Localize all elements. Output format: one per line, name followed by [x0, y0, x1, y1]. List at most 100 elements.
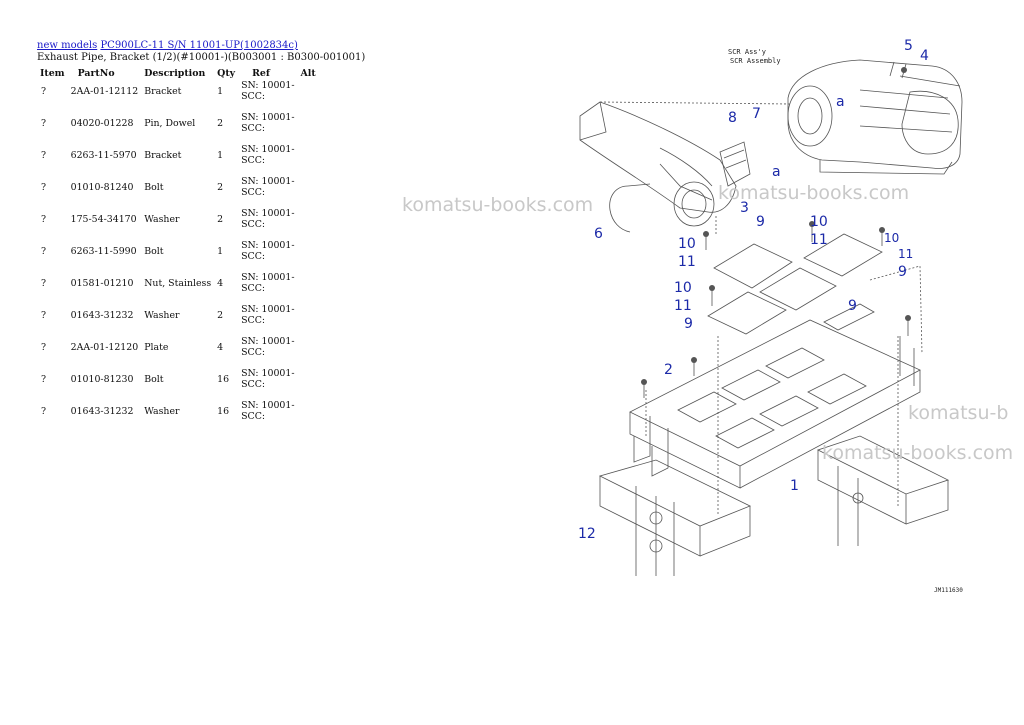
cell-item: ? — [41, 214, 47, 225]
cell-ref: SN: 10001-SCC: — [238, 400, 297, 432]
cell-ref-line: SCC: — [241, 155, 266, 166]
cell-alt — [298, 272, 319, 304]
cell-partno: 01010-81240 — [70, 182, 134, 193]
breadcrumb-link-new-models[interactable]: new models — [37, 40, 98, 51]
cell-item: ? — [41, 374, 47, 385]
cell-alt — [298, 400, 319, 432]
cell-ref: SN: 10001-SCC: — [238, 80, 297, 112]
cell-alt — [298, 80, 319, 112]
cell-item: ? — [41, 118, 47, 129]
cell-qty: 2 — [217, 182, 224, 193]
callout-11-lower[interactable]: 11 — [674, 298, 692, 314]
cell-ref: SN: 10001-SCC: — [238, 208, 297, 240]
cell-qty: 16 — [217, 374, 230, 385]
diagram-code: JM111630 — [934, 587, 963, 594]
cell-ref-line: SCC: — [241, 315, 266, 326]
cell-qty: 1 — [217, 150, 224, 161]
callout-a-right[interactable]: a — [836, 94, 845, 110]
cell-ref-line: SN: 10001- — [241, 176, 295, 187]
cell-ref: SN: 10001-SCC: — [238, 240, 297, 272]
cell-ref-line: SN: 10001- — [241, 304, 295, 315]
cell-qty: 2 — [217, 118, 224, 129]
callout-9-top[interactable]: 9 — [756, 214, 765, 230]
cell-qty: 1 — [217, 86, 224, 97]
callout-6[interactable]: 6 — [594, 226, 603, 242]
cell-partno: 01643-31232 — [70, 406, 134, 417]
col-header-description: Description — [144, 67, 206, 79]
cell-description: Nut, Stainless — [144, 278, 212, 289]
cell-item: ? — [41, 342, 47, 353]
cell-description: Bolt — [144, 246, 164, 257]
table-header-row: Item PartNo Description Qty Ref Alt — [37, 66, 319, 80]
cell-ref: SN: 10001-SCC: — [238, 176, 297, 208]
callout-2[interactable]: 2 — [664, 362, 673, 378]
cell-partno: 01010-81230 — [70, 374, 134, 385]
cell-partno: 04020-01228 — [70, 118, 134, 129]
cell-qty: 2 — [217, 214, 224, 225]
table-row: ? 04020-01228 Pin, Dowel 2 SN: 10001-SCC: — [37, 112, 319, 144]
callout-10-left[interactable]: 10 — [678, 236, 696, 252]
cell-ref-line: SN: 10001- — [241, 336, 295, 347]
cell-partno: 6263-11-5970 — [70, 150, 137, 161]
assembly-label-sub: SCR Assembly — [730, 57, 781, 65]
breadcrumb: new models PC900LC-11 S/N 11001-UP(10028… — [37, 40, 298, 52]
cell-qty: 4 — [217, 278, 224, 289]
cell-alt — [298, 368, 319, 400]
cell-qty: 1 — [217, 246, 224, 257]
col-header-partno: PartNo — [77, 67, 115, 79]
cell-ref-line: SN: 10001- — [241, 208, 295, 219]
cell-ref: SN: 10001-SCC: — [238, 368, 297, 400]
callout-10-lower[interactable]: 10 — [674, 280, 692, 296]
cell-alt — [298, 240, 319, 272]
cell-ref-line: SN: 10001- — [241, 400, 295, 411]
cell-description: Bolt — [144, 182, 164, 193]
cell-ref: SN: 10001-SCC: — [238, 336, 297, 368]
cell-description: Bracket — [144, 150, 182, 161]
page-subtitle: Exhaust Pipe, Bracket (1/2)(#10001-)(B00… — [37, 52, 366, 63]
callout-11-left[interactable]: 11 — [678, 254, 696, 270]
callout-9-right[interactable]: 9 — [898, 264, 907, 280]
cell-description: Pin, Dowel — [144, 118, 196, 129]
cell-alt — [298, 208, 319, 240]
callout-9-center[interactable]: 9 — [848, 298, 857, 314]
cell-partno: 2AA-01-12112 — [70, 86, 139, 97]
callout-8[interactable]: 8 — [728, 110, 737, 126]
cell-ref-line: SN: 10001- — [241, 240, 295, 251]
cell-ref-line: SCC: — [241, 379, 266, 390]
breadcrumb-link-model[interactable]: PC900LC-11 S/N 11001-UP(1002834c) — [100, 40, 298, 51]
cell-ref: SN: 10001-SCC: — [238, 112, 297, 144]
callout-5[interactable]: 5 — [904, 38, 913, 54]
col-header-alt: Alt — [300, 67, 316, 79]
cell-qty: 2 — [217, 310, 224, 321]
cell-ref-line: SCC: — [241, 251, 266, 262]
callout-3[interactable]: 3 — [740, 200, 749, 216]
callout-7[interactable]: 7 — [752, 106, 761, 122]
svg-text:11: 11 — [898, 247, 913, 261]
cell-ref-line: SN: 10001- — [241, 272, 295, 283]
callout-10-mid[interactable]: 10 — [810, 214, 828, 230]
cell-ref-line: SCC: — [241, 347, 266, 358]
cell-item: ? — [41, 278, 47, 289]
cell-ref-line: SN: 10001- — [241, 80, 295, 91]
watermark-bottom-right: komatsu-books.com — [822, 442, 1014, 464]
callout-12[interactable]: 12 — [578, 526, 596, 542]
cell-ref-line: SN: 10001- — [241, 368, 295, 379]
cell-alt — [298, 144, 319, 176]
callout-1[interactable]: 1 — [790, 478, 799, 494]
callout-11-mid[interactable]: 11 — [810, 232, 828, 248]
cell-alt — [298, 176, 319, 208]
callout-9-lower[interactable]: 9 — [684, 316, 693, 332]
cell-description: Bracket — [144, 86, 182, 97]
cell-description: Bolt — [144, 374, 164, 385]
callout-a-left[interactable]: a — [772, 164, 781, 180]
cell-ref-line: SCC: — [241, 91, 266, 102]
cell-item: ? — [41, 182, 47, 193]
cell-ref-line: SCC: — [241, 187, 266, 198]
callout-4[interactable]: 4 — [920, 48, 929, 64]
